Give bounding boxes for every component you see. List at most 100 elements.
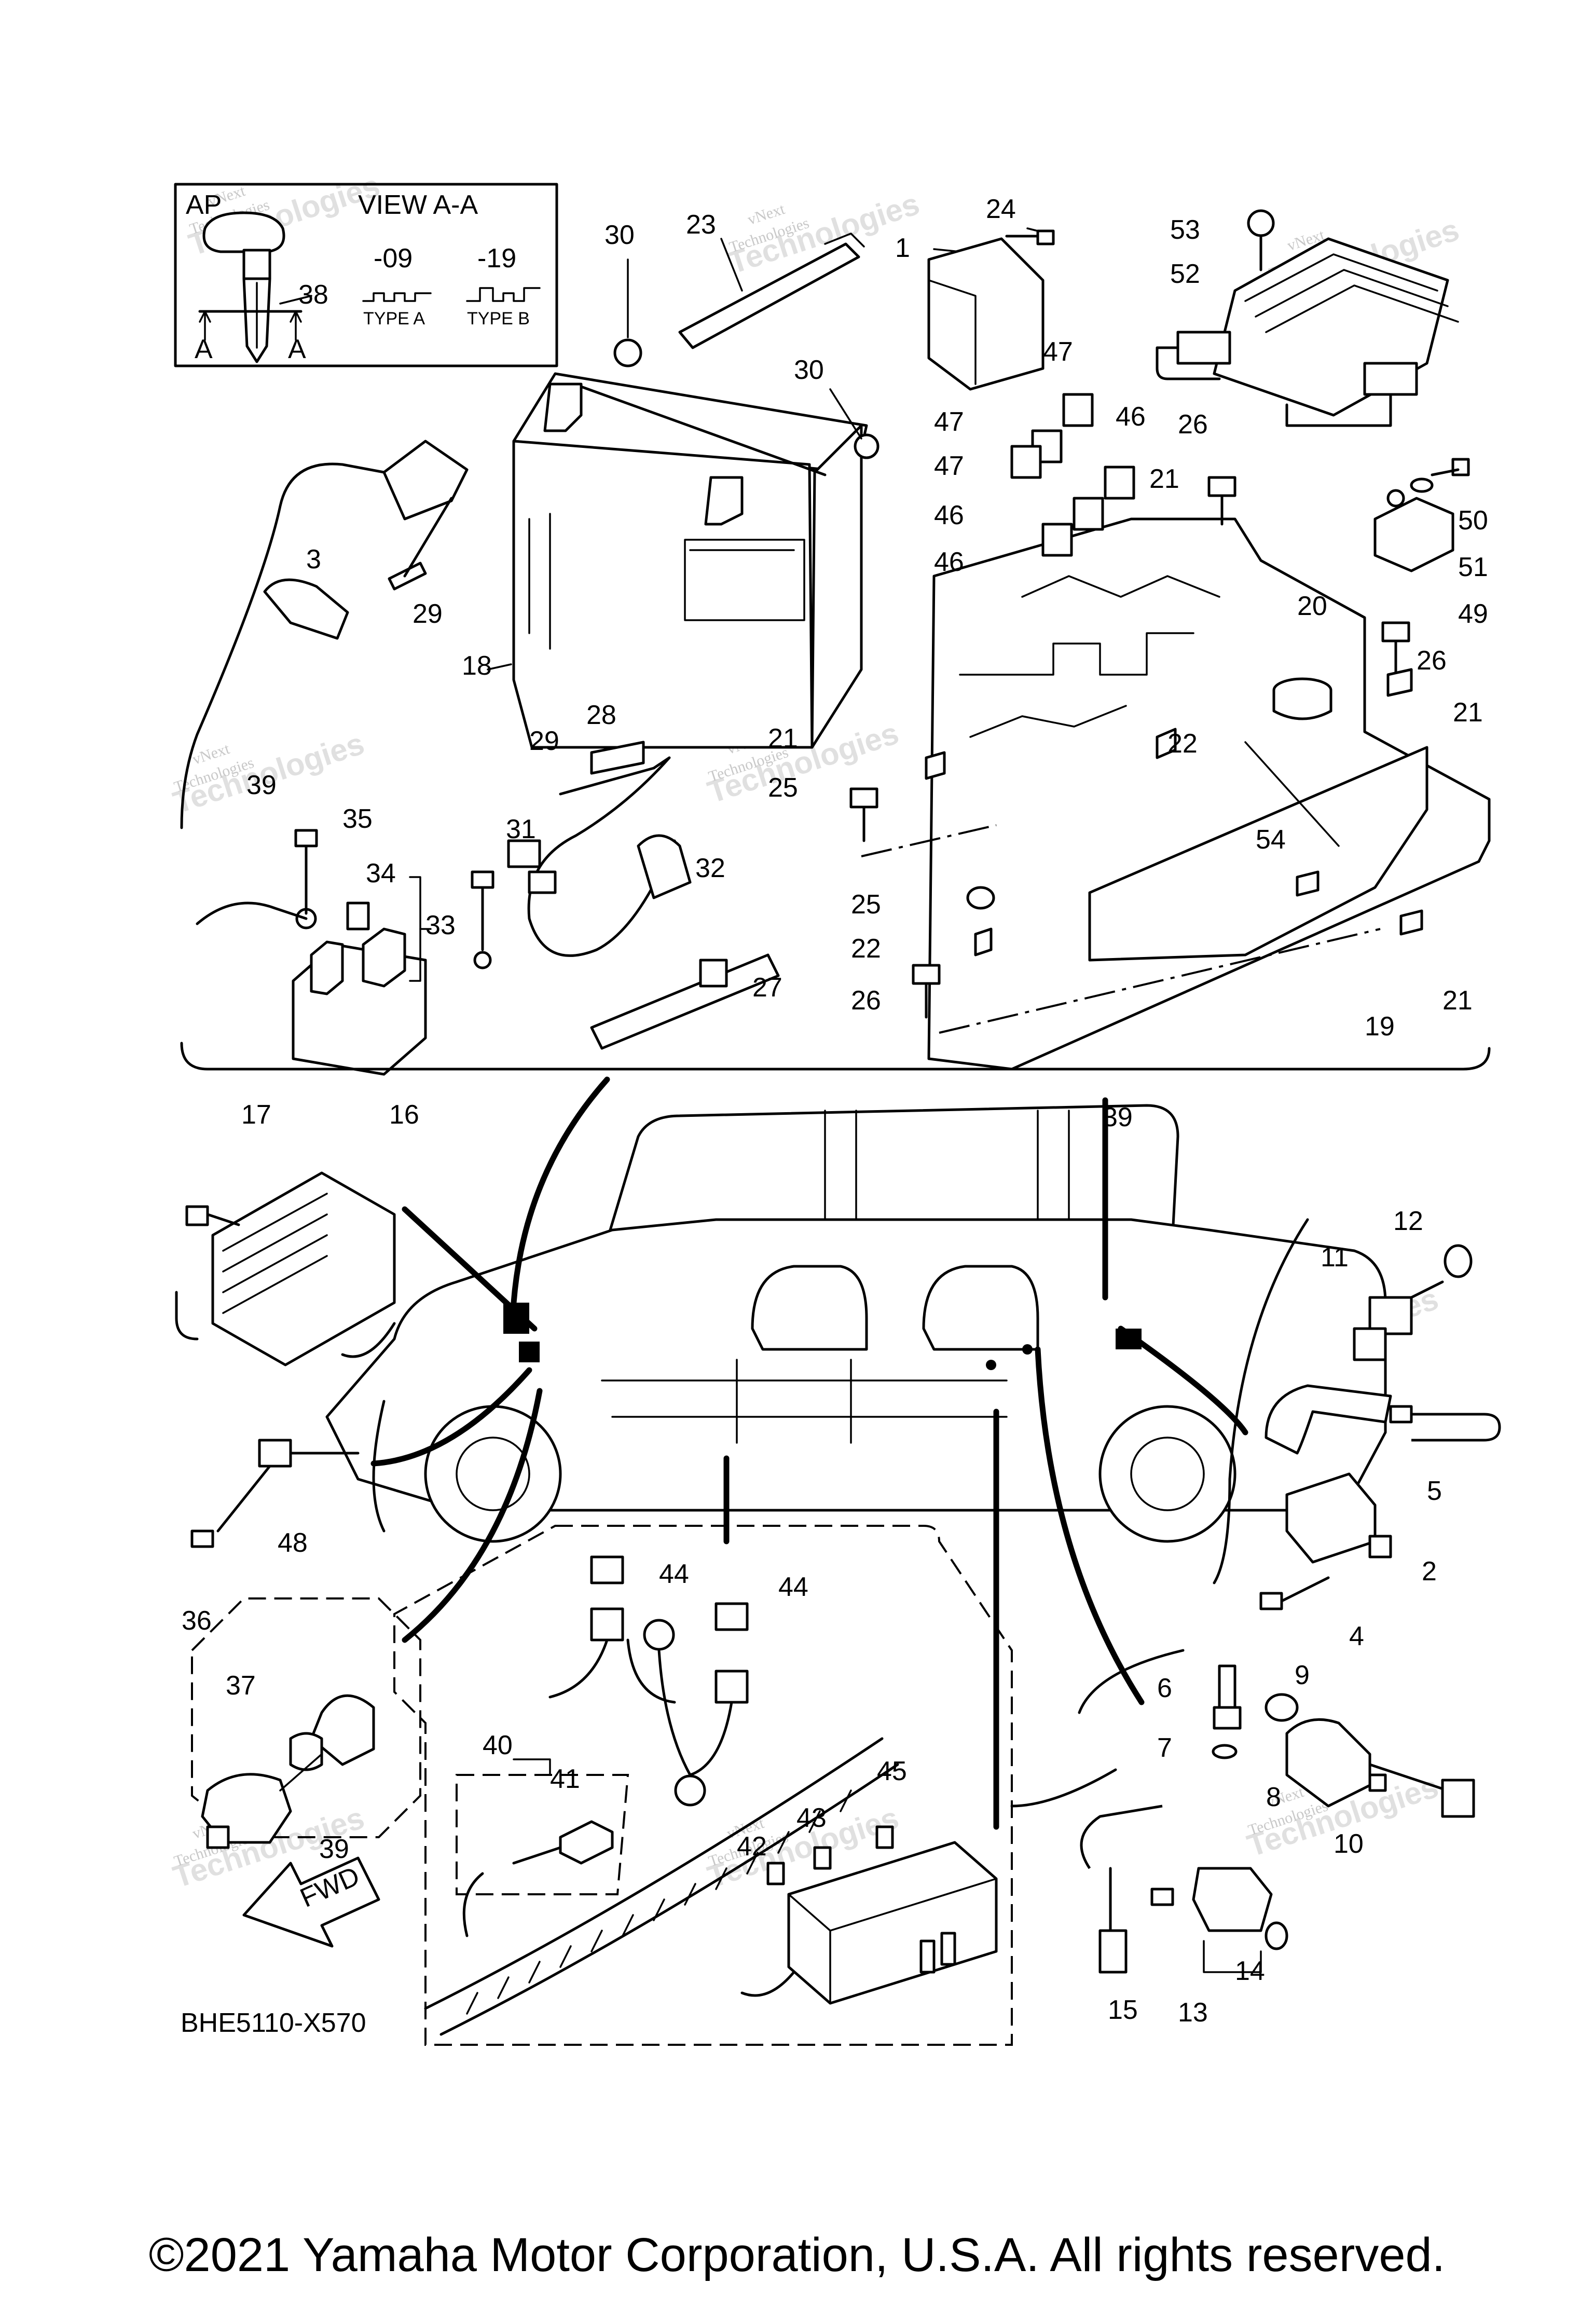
starter-relay-group bbox=[196, 829, 432, 1076]
callout-49: 49 bbox=[1458, 599, 1488, 629]
nut-25 bbox=[966, 886, 995, 910]
callout-8: 8 bbox=[1266, 1782, 1281, 1812]
callout-48: 48 bbox=[278, 1528, 308, 1558]
leader-top-left bbox=[511, 1076, 610, 1306]
grommet-20-side bbox=[1272, 690, 1332, 720]
battery-ribs bbox=[528, 513, 551, 650]
marker-dot bbox=[986, 1360, 996, 1370]
watermark: Technologies vNext Technologies bbox=[169, 726, 368, 821]
connector-b bbox=[714, 1670, 749, 1704]
marker-square-2 bbox=[519, 1342, 540, 1362]
bolt-17-shank bbox=[206, 1213, 240, 1226]
bolt-4-head bbox=[1259, 1592, 1283, 1610]
callout-labels: 30 30 23 24 1 53 52 47 47 47 46 46 46 21… bbox=[181, 194, 1488, 2038]
callout-30b: 30 bbox=[794, 355, 824, 385]
sensor-48-body bbox=[258, 1439, 292, 1468]
battery-top-edge bbox=[580, 385, 827, 476]
ecu-wires bbox=[1156, 346, 1392, 427]
relay-46a bbox=[1104, 466, 1135, 500]
inset-model-code: AP bbox=[186, 190, 222, 220]
callout-47a: 47 bbox=[1043, 337, 1073, 367]
battery-box-ribs bbox=[959, 632, 1194, 738]
assembly-lines bbox=[861, 824, 1381, 1034]
switch-body bbox=[201, 1773, 292, 1844]
callout-7: 7 bbox=[1157, 1733, 1172, 1763]
relay-46b bbox=[1073, 497, 1104, 531]
sensor-15-lead bbox=[1080, 1804, 1163, 1869]
fuse-42 bbox=[766, 1862, 785, 1885]
battery-terminal-right bbox=[704, 476, 744, 526]
callout-21d: 21 bbox=[1442, 986, 1473, 1016]
leader-36 bbox=[402, 1388, 543, 1643]
leader-11 bbox=[1118, 1325, 1248, 1436]
bolt-50 bbox=[1451, 458, 1470, 476]
section-mark-right: A bbox=[288, 334, 306, 364]
bracket-13 bbox=[1203, 1940, 1262, 1973]
inset-variant-left: -09 bbox=[374, 243, 413, 274]
bracket-21-lower bbox=[1399, 909, 1423, 936]
callout-41: 41 bbox=[550, 1764, 580, 1794]
clamp-32 bbox=[637, 834, 692, 899]
relay-unit bbox=[382, 440, 469, 521]
callout-43: 43 bbox=[796, 1803, 827, 1833]
callout-30: 30 bbox=[604, 220, 635, 250]
sensor-group bbox=[849, 458, 1470, 1034]
callout-26b: 26 bbox=[1417, 646, 1447, 676]
ecu-group bbox=[1156, 209, 1459, 427]
sensor-49-boss bbox=[1386, 489, 1405, 508]
inset-view-title: VIEW A-A bbox=[358, 190, 478, 220]
callout-24: 24 bbox=[986, 194, 1016, 224]
front-seat-right bbox=[922, 1265, 1039, 1351]
callout-6: 6 bbox=[1157, 1673, 1172, 1703]
callout-36: 36 bbox=[182, 1606, 212, 1636]
roll-cage bbox=[606, 1104, 1179, 1242]
cap-37 bbox=[310, 1694, 375, 1766]
regulator-curve-right bbox=[341, 1322, 396, 1358]
callout-3: 3 bbox=[306, 544, 321, 575]
sensor-49 bbox=[1373, 497, 1454, 572]
plug-cap-5 bbox=[1265, 1384, 1392, 1455]
fuse-45 bbox=[875, 1825, 894, 1849]
sensor-15-connector bbox=[1098, 1929, 1128, 1974]
relay-box-group bbox=[927, 229, 1220, 598]
callout-54: 54 bbox=[1256, 825, 1286, 855]
bracket-21-right bbox=[1386, 668, 1413, 697]
roll-cage-pillars bbox=[824, 1110, 1070, 1267]
harness-wires bbox=[548, 1638, 733, 1776]
harness-group bbox=[471, 741, 780, 1050]
section-divider bbox=[180, 1042, 1491, 1071]
cable-tie-27 bbox=[590, 953, 780, 1050]
screw-24 bbox=[1036, 229, 1055, 245]
bracket-54 bbox=[1296, 870, 1320, 897]
oring-9 bbox=[1265, 1693, 1299, 1722]
callout-33: 33 bbox=[425, 910, 456, 940]
callout-53: 53 bbox=[1170, 215, 1200, 245]
bolt-26b-head bbox=[1381, 621, 1410, 642]
thermo-connector bbox=[1353, 1327, 1387, 1361]
sub-assembly-40 bbox=[456, 1774, 629, 1895]
sensor-frame-curves bbox=[1010, 1649, 1185, 1808]
screw-10 bbox=[1368, 1773, 1387, 1792]
ecu-connector-left bbox=[1176, 331, 1231, 365]
harness-inset-frame bbox=[393, 1525, 1013, 2046]
callout-46a: 46 bbox=[1116, 402, 1146, 432]
callout-13: 13 bbox=[1178, 1998, 1208, 2028]
leader-line bbox=[1244, 741, 1340, 847]
fwd-arrow: FWD bbox=[242, 1856, 380, 1948]
spark-plug-6 bbox=[1218, 1664, 1236, 1709]
battery-box-tray bbox=[1088, 746, 1428, 962]
callout-19: 19 bbox=[1365, 1011, 1395, 1042]
battery-side bbox=[810, 424, 863, 749]
callout-14: 14 bbox=[1235, 1956, 1265, 1986]
regulator-fins bbox=[222, 1193, 328, 1314]
connector-31 bbox=[507, 839, 541, 868]
type-b-profile bbox=[466, 287, 541, 302]
bolt-15 bbox=[1150, 1888, 1174, 1906]
connector-41 bbox=[559, 1820, 614, 1865]
callout-32: 32 bbox=[695, 853, 725, 883]
callout-28: 28 bbox=[586, 700, 616, 730]
battery-front bbox=[512, 440, 814, 749]
switch-connector bbox=[206, 1825, 230, 1849]
callout-10: 10 bbox=[1334, 1829, 1364, 1859]
callout-39c: 39 bbox=[319, 1834, 349, 1864]
